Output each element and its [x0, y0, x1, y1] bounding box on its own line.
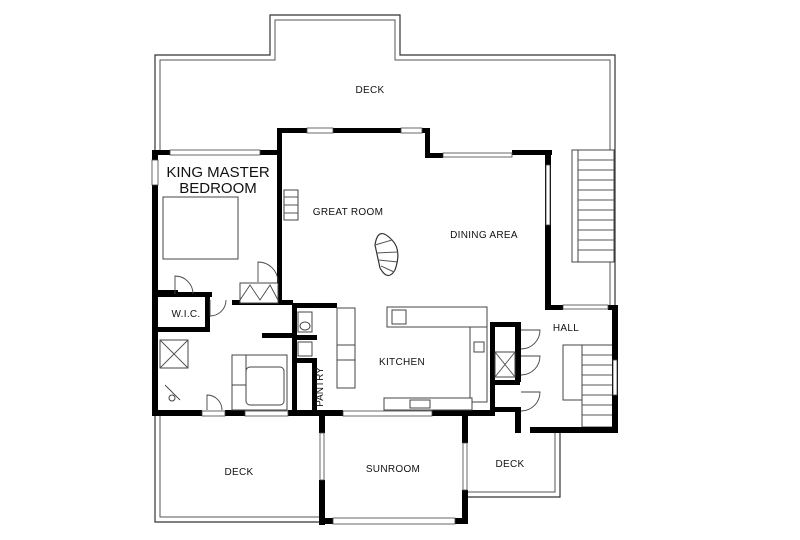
label-pantry: PANTRY — [315, 367, 326, 407]
label-deck-left: DECK — [225, 467, 254, 478]
deck-left-outline — [154, 415, 320, 523]
label-deck-top: DECK — [356, 85, 385, 96]
deck-top-outline — [154, 14, 616, 305]
label-hall: HALL — [553, 323, 579, 334]
label-wic: W.I.C. — [171, 309, 200, 320]
windows — [151, 127, 618, 525]
fireplace — [283, 189, 299, 221]
deck-right-outline — [465, 432, 561, 498]
bedroom-closet — [174, 261, 279, 304]
label-sunroom: SUNROOM — [366, 464, 420, 475]
label-master-line2: BEDROOM — [179, 180, 257, 197]
master-bed — [162, 196, 239, 260]
spiral-stair — [374, 233, 399, 277]
label-kitchen: KITCHEN — [379, 357, 425, 368]
label-dining-area: DINING AREA — [450, 230, 518, 241]
kitchen-fixtures — [336, 306, 541, 412]
bath-fixtures — [159, 299, 313, 411]
label-great-room: GREAT ROOM — [313, 207, 383, 218]
stairs-upper — [571, 149, 615, 263]
label-master-line1: KING MASTER — [166, 164, 270, 181]
label-deck-right: DECK — [496, 459, 525, 470]
stairs-lower — [562, 344, 615, 428]
